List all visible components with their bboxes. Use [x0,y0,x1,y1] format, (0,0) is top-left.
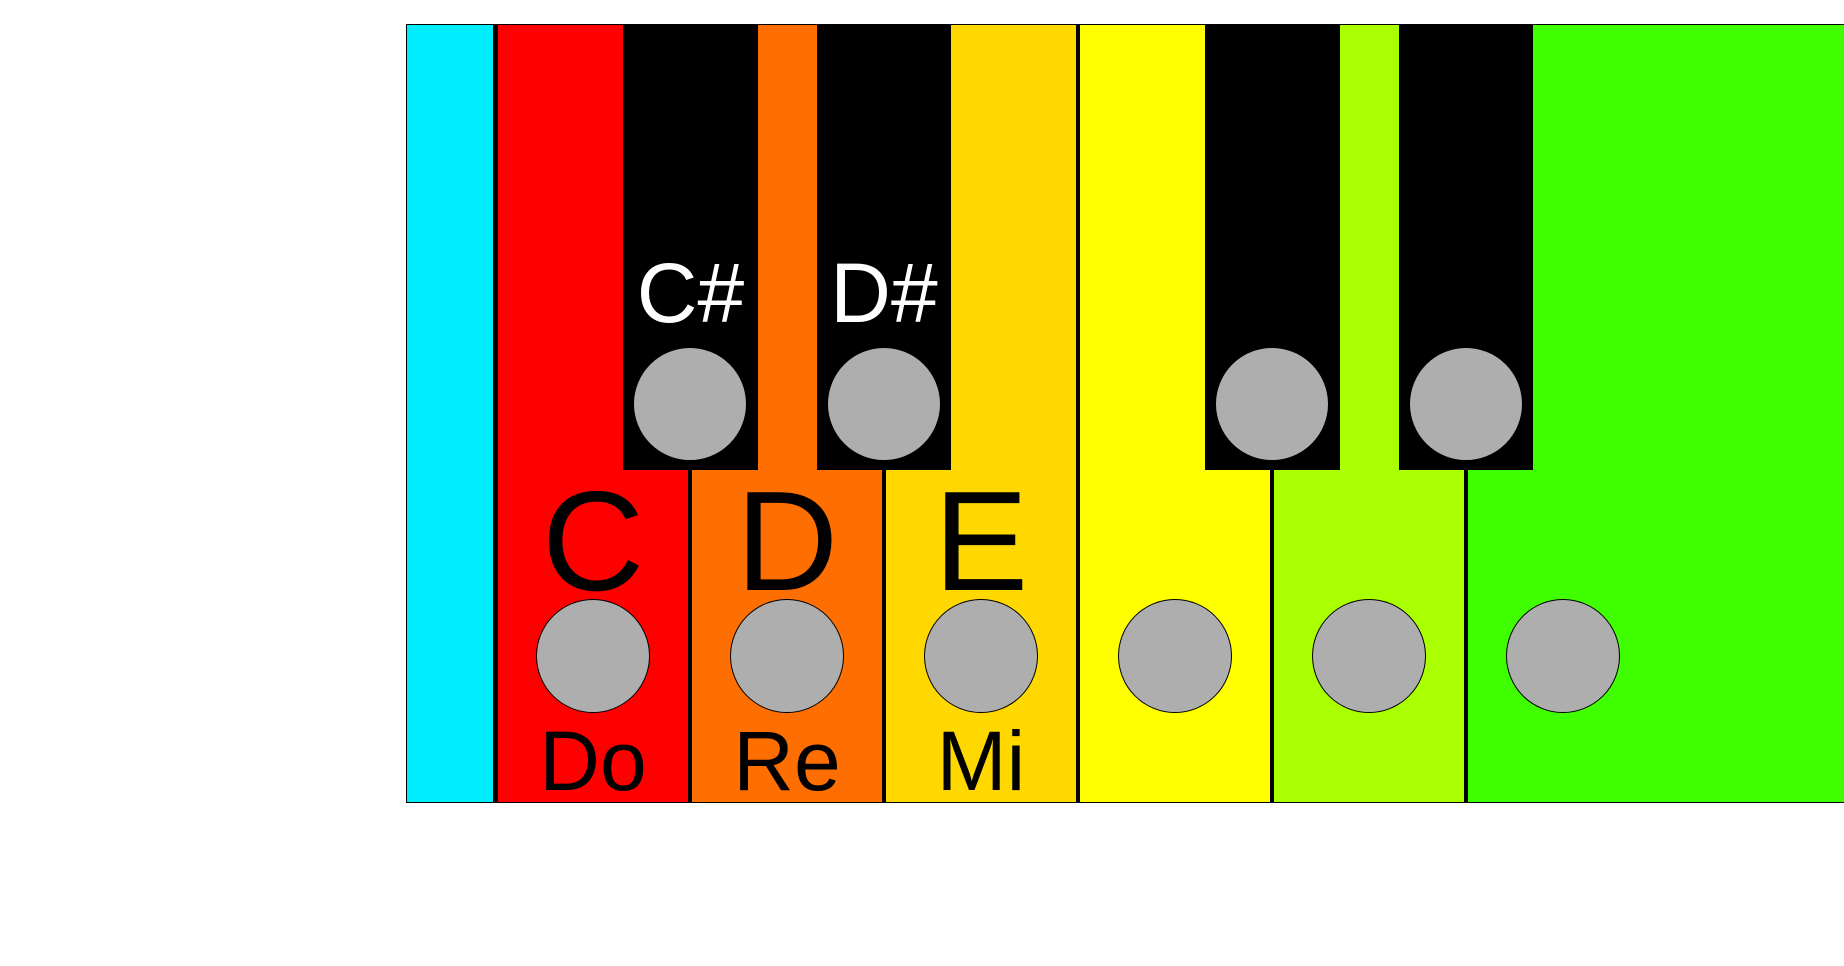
e-dot [924,599,1038,713]
solfege-do-label: Do [539,714,647,803]
g-sharp-dot [1409,347,1523,461]
c-dot [536,599,650,713]
key-cyan[interactable] [407,25,493,802]
g-dot [1312,599,1426,713]
separator-f-g [1270,470,1274,802]
a-dot [1506,599,1620,713]
note-d-label: D [735,462,839,621]
f-dot [1118,599,1232,713]
d-dot [730,599,844,713]
c-sharp-label: C# [636,246,745,340]
d-sharp-label: D# [830,246,938,340]
d-sharp-dot [827,347,941,461]
note-e-label: E [933,462,1029,621]
separator-c-d [688,470,692,802]
solfege-mi-label: Mi [936,714,1026,803]
separator-d-e [882,470,886,802]
piano-keyboard: C# D# C D E Do Re Mi [406,24,1844,803]
separator-g-a [1464,470,1468,802]
note-c-label: C [541,462,645,621]
c-sharp-dot [633,347,747,461]
f-sharp-dot [1215,347,1329,461]
solfege-re-label: Re [733,714,841,803]
